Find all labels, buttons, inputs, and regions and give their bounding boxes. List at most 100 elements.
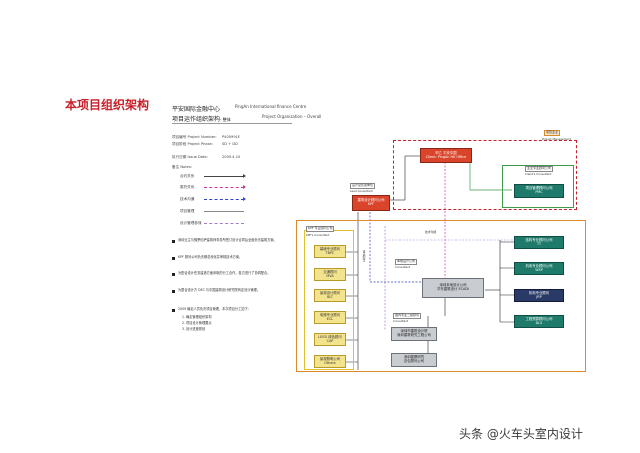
local-consultant-en: 深圳建筑研究工程公司: [397, 333, 431, 337]
legend-line-contract: [204, 176, 244, 177]
local-design-box-en: 华东建筑设计 ECADI: [437, 287, 469, 291]
pmc-box-en: PMC: [535, 190, 543, 194]
note-3: 为配合设计任务建造方面采取的分工合作，各方进行了协调配合。: [178, 271, 271, 275]
project-phase-label: 项目阶段 Project Phase:: [172, 142, 213, 146]
lead-consultant-tag: 设计总负责单位: [350, 183, 376, 189]
kpf-consultant-tag-en: KPF's Consultant: [306, 233, 330, 237]
note-bullet: [172, 257, 175, 260]
note-bullet: [172, 309, 175, 312]
project-phase-value: SD + DD: [222, 142, 238, 146]
note-5-item-1: 1. 确定管理组织架构: [182, 315, 212, 319]
legend-label-pm: 项目管理: [180, 209, 195, 213]
diagram-cn-subtitle-text: 项目运作组织架构: [172, 116, 221, 123]
subtitle-tag: - 整体: [220, 117, 231, 122]
kpf-consultant-cn: 景观照明公司: [319, 356, 341, 361]
kpf-consultant-box[interactable]: 景观设计顾问 BLT: [314, 289, 346, 302]
tech-comm-label: 技术沟通: [425, 230, 437, 234]
local-design-tag-en: Consultant: [395, 265, 411, 269]
diagram-en-subtitle: Project Organization – Overall: [262, 114, 322, 119]
lead-consultant-tag-cn: 设计总负责单位: [352, 183, 374, 187]
local-consultant-tag: 国内专业二级顾问: [393, 313, 422, 319]
kpf-consultant-en: CAP: [326, 338, 334, 343]
kpf-consultant-en: TBPC: [325, 250, 335, 255]
header-divider: [172, 123, 292, 124]
note-bullet: [172, 290, 175, 293]
kpf-consultant-cn: 幕墙专业顾问: [319, 246, 341, 251]
arrow-icon: [243, 197, 246, 201]
kpf-consultant-en: BLT: [327, 294, 333, 299]
kpf-consultant-box[interactable]: 电梯专业顾问 ECL: [314, 311, 346, 324]
pmc-box[interactable]: 项目管理顾问公司 PMC: [514, 184, 564, 198]
right-consultant-en: DLS: [535, 320, 543, 325]
overall-container: [296, 220, 586, 372]
client-consultant-tag-cn: 业主专业顾问公司: [527, 166, 552, 170]
legend-line-tech: [204, 199, 244, 200]
right-consultant-cn: 结构专业顾问公司: [525, 237, 553, 242]
kpf-consultant-box[interactable]: 景观照明公司 Others: [314, 355, 346, 368]
page-title: 本项目组织架构: [65, 98, 150, 112]
project-en-title: PingAn International finance Centre: [235, 104, 307, 109]
client-box-cn: 甲乙 平安中国: [435, 150, 457, 155]
owner-tag-cn: 项目业主: [546, 130, 559, 134]
client-box-en: Client: PingAn HK Office: [425, 154, 467, 159]
issue-date-label: 执行日期 Issue Date:: [172, 155, 208, 159]
project-number-value: P40099LE: [222, 135, 240, 139]
legend-label-tech: 技术沟通: [180, 197, 195, 201]
local-consultant-en: 总包顾问公司: [403, 359, 425, 363]
local-design-tag-cn: 本地设计公司: [397, 259, 416, 263]
note-1: 深圳业主与佛罗伦萨建筑师事务所签订设计合同后全面负责建筑方案。: [178, 238, 277, 242]
note-bullet: [172, 240, 175, 243]
kpf-consultant-tag-cn: KPF 专业顾问公司: [308, 226, 333, 230]
note-2: KPF 顾问公司负责概念深化并审核技术方案。: [178, 255, 243, 259]
local-consultant-cn: 深圳市建筑设计院: [400, 329, 428, 334]
owner-tag-en: Project Management: [542, 137, 571, 141]
project-number-label: 项目编号 Project Number:: [172, 135, 217, 139]
right-consultant-en: JRP: [536, 294, 542, 299]
right-consultant-box[interactable]: 结构专业顾问公司 TT: [514, 236, 564, 249]
client-consultant-container: [502, 165, 574, 208]
kpf-box[interactable]: 建筑设计顾问公司 KPF: [352, 195, 390, 211]
project-cn-title: 平安国际金融中心: [172, 106, 221, 113]
design-comm-label: 设计配合: [362, 250, 366, 262]
right-consultant-cn: 工程预算顾问公司: [525, 316, 553, 321]
watermark: 头条 @火车头室内设计: [459, 427, 583, 441]
owner-container: [393, 140, 577, 210]
local-design-tag: 本地设计公司: [395, 259, 418, 265]
kpf-consultant-box[interactable]: 交通顾问 MVA: [314, 268, 346, 281]
issue-date-value: 2009.4.10: [222, 155, 241, 159]
arrow-icon: [243, 174, 246, 178]
lead-consultant-tag-en: Lead Consultant: [350, 189, 373, 193]
pmc-box-cn: 项目管理顾问公司: [525, 186, 553, 191]
legend-label-design-mgmt: 设计管理参谋: [180, 221, 202, 225]
legend-line-pm: [204, 211, 244, 212]
legend-line-entrust: [204, 187, 244, 188]
note-5: 2009 确定人员负责项目管理，本次项目分工如下：: [178, 307, 251, 311]
local-consultant-box[interactable]: 深圳勘察研究 总包顾问公司: [391, 353, 437, 367]
local-consultant-box[interactable]: 深圳市建筑设计院 深圳建筑研究工程公司: [391, 327, 437, 341]
kpf-consultant-cn: 交通顾问: [323, 269, 337, 274]
local-design-box[interactable]: 深圳本地设计公司 华东建筑设计 ECADI: [422, 278, 484, 298]
arrow-icon: [243, 185, 246, 189]
right-consultant-box[interactable]: 机电专业顾问公司 WSP: [514, 262, 564, 275]
client-consultant-tag: 业主专业顾问公司: [525, 166, 554, 172]
right-consultant-box[interactable]: 工程预算顾问公司 DLS: [514, 315, 564, 328]
note-5-item-3: 3. 设计进度规划: [182, 327, 206, 331]
kpf-consultant-en: ECL: [326, 316, 334, 321]
client-box[interactable]: 甲乙 平安中国 Client: PingAn HK Office: [420, 148, 472, 163]
kpf-consultant-box[interactable]: LEED 绿色顾问 CAP: [314, 333, 346, 346]
right-consultant-box[interactable]: 机电专业顾问 JRP: [514, 289, 564, 302]
note-4: 为整合设计方 DEC 与中国建筑设计研究院商定设计管理。: [178, 288, 261, 292]
diagram-cn-subtitle: 项目运作组织架构- 整体: [172, 114, 231, 123]
kpf-consultant-tag: KPF 专业顾问公司: [306, 226, 335, 232]
right-consultant-en: WSP: [535, 267, 543, 272]
kpf-consultant-en: Others: [324, 360, 336, 365]
client-consultant-tag-en: Client's Consultant: [525, 172, 552, 176]
kpf-consultant-box[interactable]: 幕墙专业顾问 TBPC: [314, 245, 346, 258]
legend-title: 备注 Notes:: [172, 165, 192, 169]
right-consultant-en: TT: [536, 241, 542, 246]
kpf-consultant-en: MVA: [326, 273, 334, 278]
legend-line-design-mgmt: [204, 223, 244, 224]
note-bullet: [172, 273, 175, 276]
owner-tag: 项目业主: [544, 130, 561, 136]
